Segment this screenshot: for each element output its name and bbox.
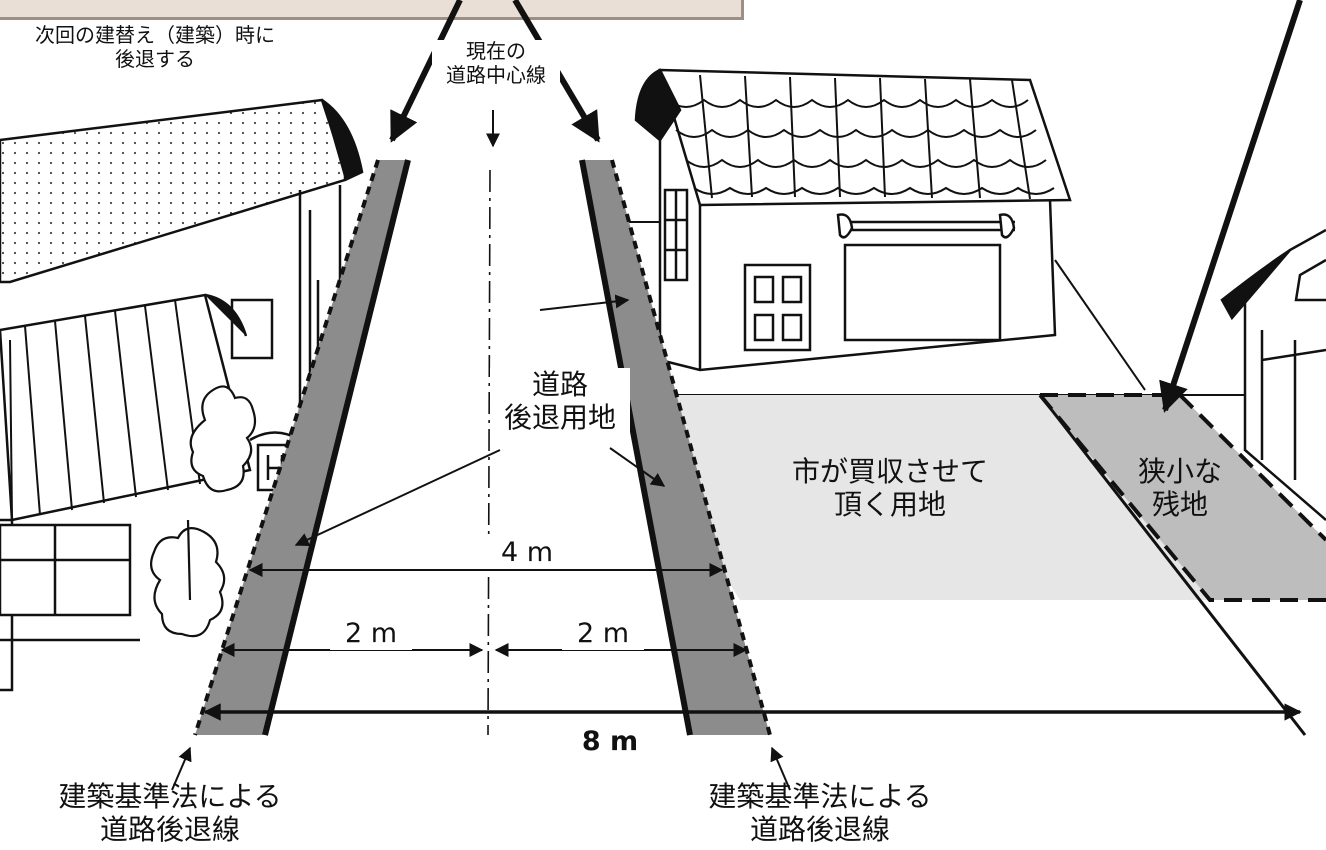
right-house-icon <box>600 68 1326 521</box>
small-remnant-area <box>1040 395 1326 600</box>
top-caption-box <box>0 0 744 20</box>
current-road-centerline <box>487 169 491 736</box>
left-house-icon <box>0 98 364 692</box>
tiled-roof-icon <box>634 68 1072 207</box>
awning-stripes <box>9 299 201 521</box>
dim-2m-right-label: 2 m <box>562 618 644 650</box>
city-purchase-area <box>610 395 1210 600</box>
left-house-note: 次回の建替え（建築）時に 後退する <box>35 23 275 71</box>
setback-line-left-label: 建築基準法による 道路後退線 <box>58 780 282 847</box>
small-remnant-label: 狭小な 残地 <box>1137 455 1222 522</box>
dim-8m-label: 8 m <box>566 726 654 758</box>
left-setback-strip <box>195 160 408 735</box>
city-purchase-label: 市が買収させて 頂く用地 <box>791 455 988 522</box>
setback-line-right-label: 建築基準法による 道路後退線 <box>708 780 932 847</box>
setback-land-label: 道路 後退用地 <box>490 368 630 435</box>
dimension-lines <box>203 563 1302 721</box>
tree-icon <box>149 385 257 638</box>
dim-2m-left-label: 2 m <box>330 618 412 650</box>
dim-4m-label: 4 m <box>486 537 568 569</box>
current-centerline-label: 現在の 道路中心線 <box>432 39 560 88</box>
